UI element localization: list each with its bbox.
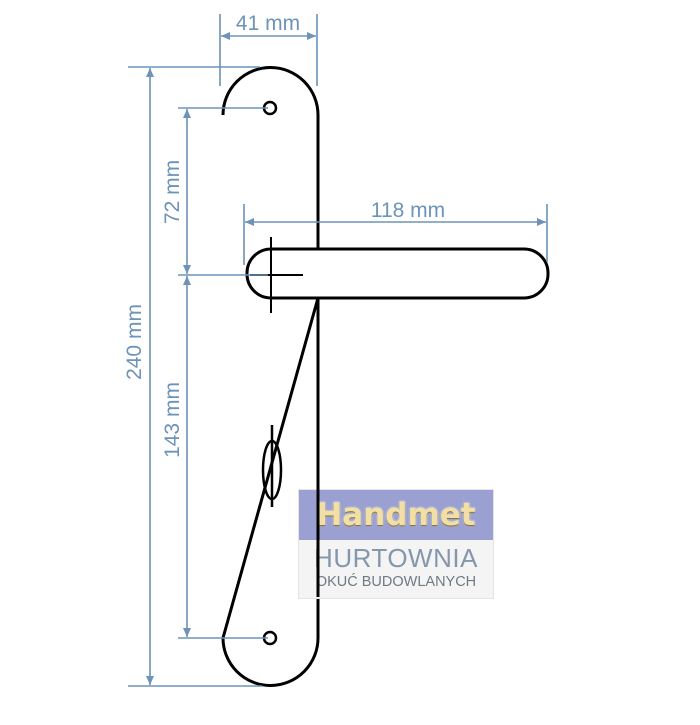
handmet-watermark-logo: Handmet HURTOWNIA OKUĆ BUDOWLANYCH	[298, 489, 494, 599]
logo-line-1: HURTOWNIA	[314, 543, 478, 573]
dimension-arrowheads	[146, 32, 546, 685]
dimension-label-118mm: 118 mm	[371, 199, 445, 222]
dimension-lines	[128, 14, 548, 687]
logo-brand-band: Handmet	[299, 490, 493, 540]
door-plate	[221, 66, 320, 687]
logo-line-2: OKUĆ BUDOWLANYCH	[315, 574, 477, 590]
dimension-label-143mm: 143 mm	[161, 382, 184, 458]
dimension-label-72mm: 72 mm	[161, 160, 184, 224]
dimension-label-41mm: 41 mm	[236, 12, 300, 35]
dimension-label-240mm: 240 mm	[123, 304, 146, 380]
logo-brand-name: Handmet	[316, 497, 476, 533]
lever-handle	[245, 247, 550, 300]
